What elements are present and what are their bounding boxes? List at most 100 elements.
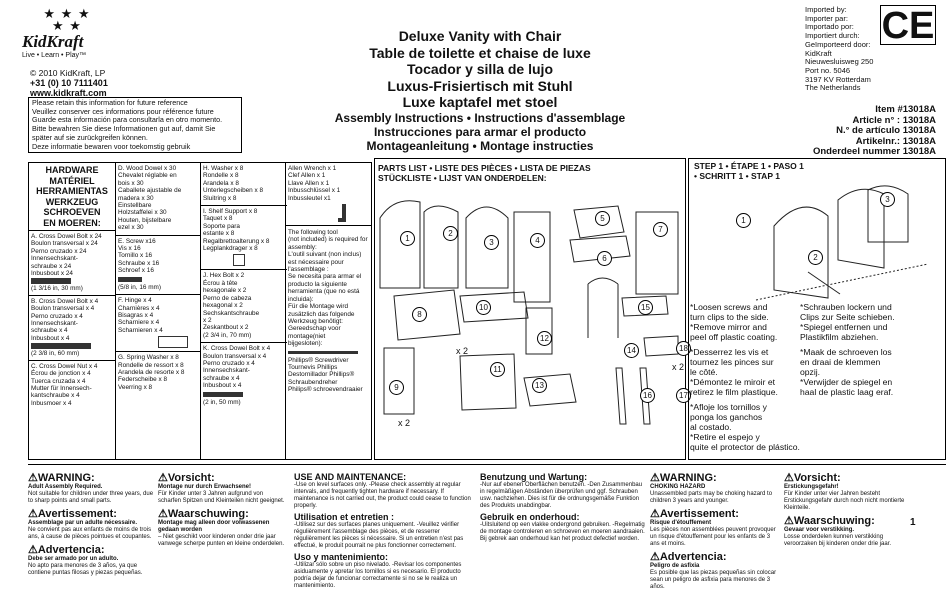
part-number: 12: [537, 331, 552, 346]
retain-line: Deze informatie bewaren voor toekomstig …: [32, 141, 191, 151]
part-5-shape: [573, 205, 625, 239]
warnings-col-3: USE AND MAINTENANCE: -Use on level surfa…: [294, 472, 474, 590]
warnings-col-4: Benutzung und Wartung: -Nur auf ebenen O…: [480, 472, 645, 542]
step-1-panel: [688, 158, 946, 460]
retain-line: Please retain this information for futur…: [32, 98, 188, 107]
divider: [28, 464, 946, 465]
warnings-row: ⚠WARNING: Adult Assembly Required. Not s…: [28, 472, 948, 612]
warning-heading: ⚠Advertencia:: [650, 551, 727, 563]
part-number: 16: [640, 388, 655, 403]
parts-title: PARTS LIST • LISTE DES PIÈCES • LISTA DE…: [378, 163, 591, 183]
importer-info: Imported by: Importer par: Importado por…: [805, 5, 873, 93]
use-heading: Uso y mantenimiento:: [294, 552, 389, 562]
item-number: Article n° : 13018A: [852, 114, 936, 126]
part-number: 7: [653, 222, 668, 237]
retain-line: später auf sie zurückgreifen können.: [32, 132, 148, 142]
part-6-shape: [569, 235, 631, 263]
warnings-col-6: ⚠Vorsicht: Erstickungsgefahr! Für Kinder…: [784, 472, 905, 547]
use-heading: Utilisation et entretien :: [294, 512, 395, 522]
warnings-col-5: ⚠WARNING: CHOKING HAZARD Unassembled par…: [650, 472, 777, 590]
step-title: STEP 1 • ÉTAPE 1 • PASO 1 • SCHRITT 1 • …: [694, 161, 804, 181]
hinge-icon: [158, 336, 188, 349]
importer-line: Importer par:: [805, 13, 848, 23]
title-es: Tocador y silla de lujo: [407, 61, 553, 77]
part-number: 3: [484, 235, 499, 250]
importer-line: 3197 KV Rotterdam: [805, 74, 871, 84]
part-number: 11: [490, 362, 505, 377]
step-number: 3: [880, 192, 895, 207]
part-7-shape: [635, 211, 679, 295]
retain-line: Guarde esta información para consultarla…: [32, 115, 223, 125]
part-number: 1: [400, 231, 415, 246]
use-heading: Gebruik en onderhoud:: [480, 512, 580, 522]
part-number: 5: [595, 211, 610, 226]
part-10-shape: [459, 291, 529, 323]
importer-line: Importado por:: [805, 22, 854, 32]
step-1-illustration: [755, 185, 929, 301]
importer-line: Importiert durch:: [805, 31, 860, 41]
website: www.kidkraft.com: [30, 88, 107, 98]
part-number: 18: [676, 341, 691, 356]
part-number: 6: [597, 251, 612, 266]
part-number: 4: [530, 233, 545, 248]
item-number: N.° de artículo 13018A: [836, 125, 936, 137]
importer-line: KidKraft: [805, 48, 832, 58]
part-number: 9: [389, 380, 404, 395]
shelf-support-icon: [233, 254, 245, 267]
mirror-frame-shape: [773, 206, 829, 299]
warning-heading: ⚠WARNING:: [650, 472, 717, 484]
part-number: 14: [624, 343, 639, 358]
warning-heading: ⚠Vorsicht:: [158, 472, 215, 484]
part-4-shape: [513, 211, 551, 303]
parts-list: [374, 158, 686, 460]
retain-line: Veuillez conserver ces informations pour…: [32, 106, 214, 116]
item-number: Item #13018A: [875, 104, 936, 115]
bolt-icon: [31, 278, 71, 285]
part-number: 17: [676, 388, 691, 403]
part-1-shape: [379, 200, 421, 289]
title-de: Luxus-Frisiertisch mit Stuhl: [387, 77, 573, 94]
part-13-shape: [523, 373, 577, 407]
title-en: Deluxe Vanity with Chair: [398, 28, 562, 44]
importer-line: The Netherlands: [805, 83, 861, 93]
screwdriver-icon: [288, 350, 358, 354]
warning-heading: ⚠Avertissement:: [650, 508, 739, 520]
assembly-line: Instrucciones para armar el producto: [373, 124, 587, 139]
importer-line: Geïmporteerd door:: [805, 39, 871, 49]
kidkraft-logo: ★ ★ ★★ ★ KidKraft Live • Learn • Play™: [22, 6, 112, 59]
warning-heading: ⚠WARNING:: [28, 472, 95, 484]
mirror-panel-shape: [867, 185, 909, 243]
assembly-line: Assembly Instructions • Instructions d'a…: [334, 110, 626, 125]
assembly-line: Montageanleitung • Montage instructies: [366, 138, 594, 153]
part-number: 15: [638, 300, 653, 315]
importer-line: Port no. 5046: [805, 65, 851, 75]
warning-heading: ⚠Waarschuwing:: [784, 515, 875, 527]
stars-icon: ★ ★ ★★ ★: [43, 6, 91, 33]
copyright: © 2010 KidKraft, LP: [30, 68, 106, 78]
quantity-label: x 2: [398, 418, 411, 428]
warning-heading: ⚠Avertissement:: [28, 508, 117, 520]
part-15-shape: [621, 295, 669, 317]
title-nl: Luxe kaptafel met stoel: [402, 94, 558, 110]
part-number: 8: [412, 307, 427, 322]
part-3-shape: [465, 206, 509, 289]
step-number: 1: [736, 213, 751, 228]
part-14-shape: [587, 277, 619, 338]
quantity-label: x 2: [456, 346, 469, 356]
part-17-shape: [639, 367, 651, 425]
phone: +31 (0) 10 7111401: [30, 78, 108, 88]
